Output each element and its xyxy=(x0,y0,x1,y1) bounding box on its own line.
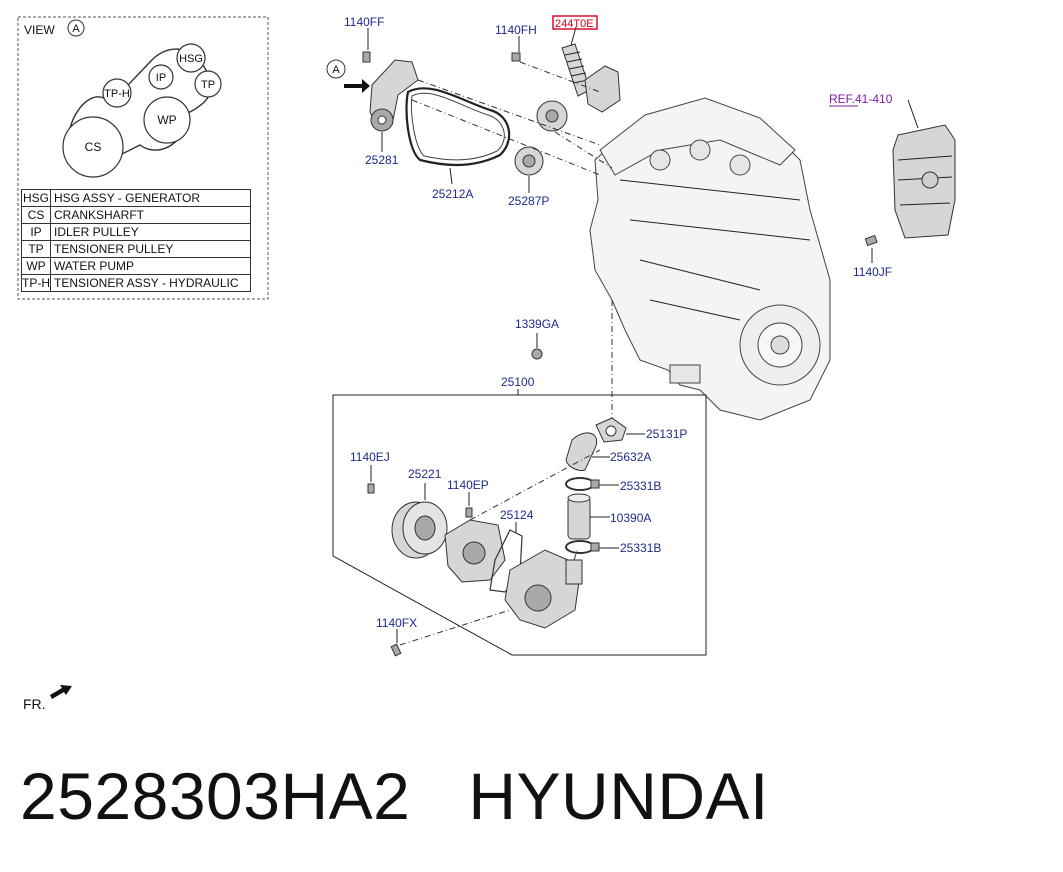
legend-description: TENSIONER PULLEY xyxy=(50,240,251,258)
label-1339ga: 1339GA xyxy=(515,317,559,331)
node-ip: IP xyxy=(156,72,166,84)
legend-description: TENSIONER ASSY - HYDRAULIC xyxy=(50,274,251,292)
legend-description: IDLER PULLEY xyxy=(50,223,251,241)
legend-row: IP IDLER PULLEY xyxy=(21,223,251,241)
legend-description: WATER PUMP xyxy=(50,257,251,275)
label-25124: 25124 xyxy=(500,508,534,522)
label-ref-41-410: REF.41-410 xyxy=(829,92,893,106)
legend-row: HSG HSG ASSY - GENERATOR xyxy=(21,189,251,207)
node-tp-h: TP-H xyxy=(104,88,130,100)
generator-node xyxy=(176,43,206,73)
legend-code: TP-H xyxy=(21,274,51,292)
crankshaft-pulley-node xyxy=(62,116,124,178)
caption-brand: HYUNDAI xyxy=(468,759,769,833)
legend-row: TP-H TENSIONER ASSY - HYDRAULIC xyxy=(21,274,251,292)
view-pointer-marker: A xyxy=(332,64,340,76)
label-1140jf: 1140JF xyxy=(853,265,892,279)
front-indicator: FR. xyxy=(23,685,72,712)
view-marker: A xyxy=(72,23,80,35)
tensioner-hydraulic-node xyxy=(102,78,132,108)
legend-row: WP WATER PUMP xyxy=(21,257,251,275)
node-tp: TP xyxy=(201,79,215,91)
caption: 2528303HA2 HYUNDAI xyxy=(20,758,769,834)
label-25287p: 25287P xyxy=(508,194,549,208)
node-hsg: HSG xyxy=(179,53,203,65)
node-wp: WP xyxy=(157,113,176,127)
view-direction-arrow-icon xyxy=(344,79,370,93)
label-10390a: 10390A xyxy=(610,511,651,525)
legend-code: IP xyxy=(21,223,51,241)
label-1140ep: 1140EP xyxy=(447,478,489,492)
engine-block xyxy=(589,97,831,421)
label-1140ej: 1140EJ xyxy=(350,450,390,464)
legend-code: WP xyxy=(21,257,51,275)
idler-pulley-node xyxy=(148,64,174,90)
belt-tensioner-group: A xyxy=(326,26,621,193)
label-25281: 25281 xyxy=(365,153,399,167)
generator-assembly xyxy=(864,99,956,263)
label-25632a: 25632A xyxy=(610,450,651,464)
legend-code: HSG xyxy=(21,189,51,207)
label-1140fh: 1140FH xyxy=(495,23,537,37)
legend-code: CS xyxy=(21,206,51,224)
node-cs: CS xyxy=(85,140,102,154)
water-pump-parts xyxy=(367,417,645,657)
tensioner-pulley-node xyxy=(194,70,222,98)
part-labels: 1140FF 1140FH 244T0E REF.41-410 25281 25… xyxy=(344,15,893,630)
label-244t0e: 244T0E xyxy=(555,18,594,30)
caption-part-number: 2528303HA2 xyxy=(20,759,411,833)
legend-table: HSG HSG ASSY - GENERATOR CS CRANKSHARFT … xyxy=(21,189,251,292)
legend-description: HSG ASSY - GENERATOR xyxy=(50,189,251,207)
view-a-inset: VIEW A CS WP TP-H IP HSG TP xyxy=(17,16,269,300)
label-25221: 25221 xyxy=(408,467,442,481)
bolt-1339ga xyxy=(531,300,613,420)
label-1140fx: 1140FX xyxy=(376,616,417,630)
label-25131p: 25131P xyxy=(646,427,687,441)
label-25331b-top: 25331B xyxy=(620,479,661,493)
legend-row: TP TENSIONER PULLEY xyxy=(21,240,251,258)
label-25331b-bottom: 25331B xyxy=(620,541,661,555)
highlight-box xyxy=(552,15,598,30)
legend-code: TP xyxy=(21,240,51,258)
front-arrow-icon xyxy=(50,685,72,699)
view-label: VIEW xyxy=(24,23,55,37)
label-1140ff: 1140FF xyxy=(344,15,384,29)
legend-row: CS CRANKSHARFT xyxy=(21,206,251,224)
label-25100: 25100 xyxy=(501,375,535,389)
water-pump-box xyxy=(332,389,707,656)
label-25212a: 25212A xyxy=(432,187,473,201)
front-label: FR. xyxy=(23,696,46,712)
legend-description: CRANKSHARFT xyxy=(50,206,251,224)
water-pump-node xyxy=(143,96,191,144)
